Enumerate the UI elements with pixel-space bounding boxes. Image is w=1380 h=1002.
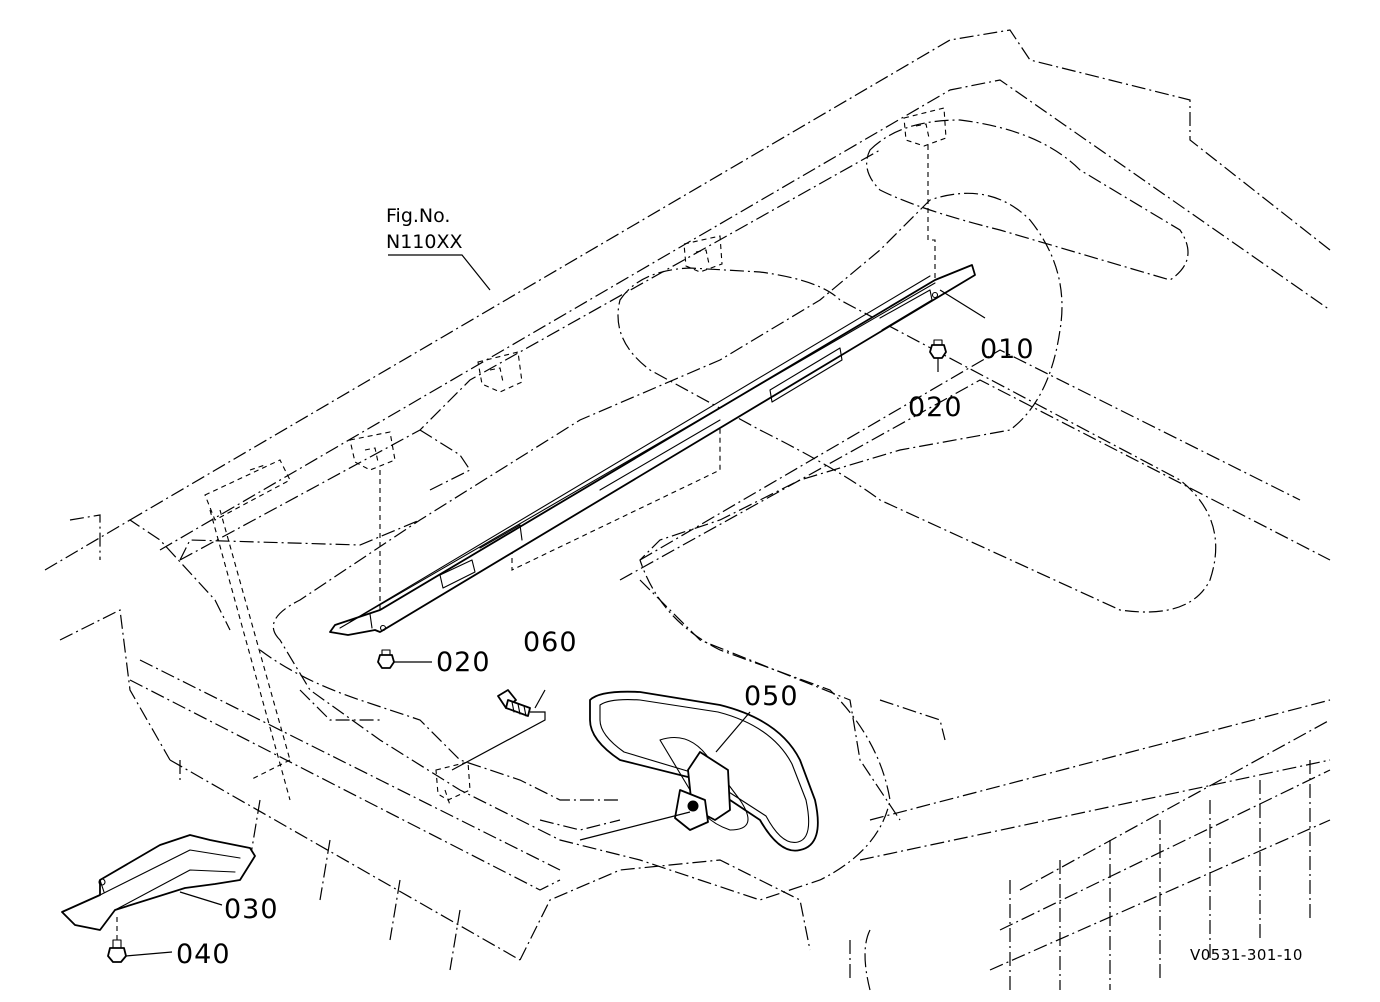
part-020-bolt-right[interactable] [929,339,947,372]
fig-ref-line2: N110XX [386,231,463,253]
drawing-code: V0531-301-10 [1190,946,1303,964]
callout-060[interactable]: 060 [523,627,578,658]
leader-010 [939,289,986,319]
callout-040[interactable]: 040 [176,939,231,970]
part-060-screw[interactable] [451,689,546,771]
callout-030[interactable]: 030 [224,894,279,925]
part-030-bracket[interactable] [61,834,256,931]
part-050-mirror[interactable] [579,690,819,852]
callout-020-right[interactable]: 020 [908,392,963,423]
phantom-leader-zone [272,192,1063,901]
part-010-trim-rail[interactable] [329,264,976,636]
callout-020-left[interactable]: 020 [436,647,491,678]
part-020-bolt-left[interactable] [377,649,432,669]
part-040-bolt[interactable] [107,915,173,963]
callout-010[interactable]: 010 [980,334,1035,365]
fig-ref-leader [388,254,491,291]
callout-050[interactable]: 050 [744,681,799,712]
fig-ref-line1: Fig.No. [386,205,450,227]
hidden-clips [204,107,947,806]
phantom-grille [849,719,1331,991]
phantom-body-panel [44,29,1331,991]
